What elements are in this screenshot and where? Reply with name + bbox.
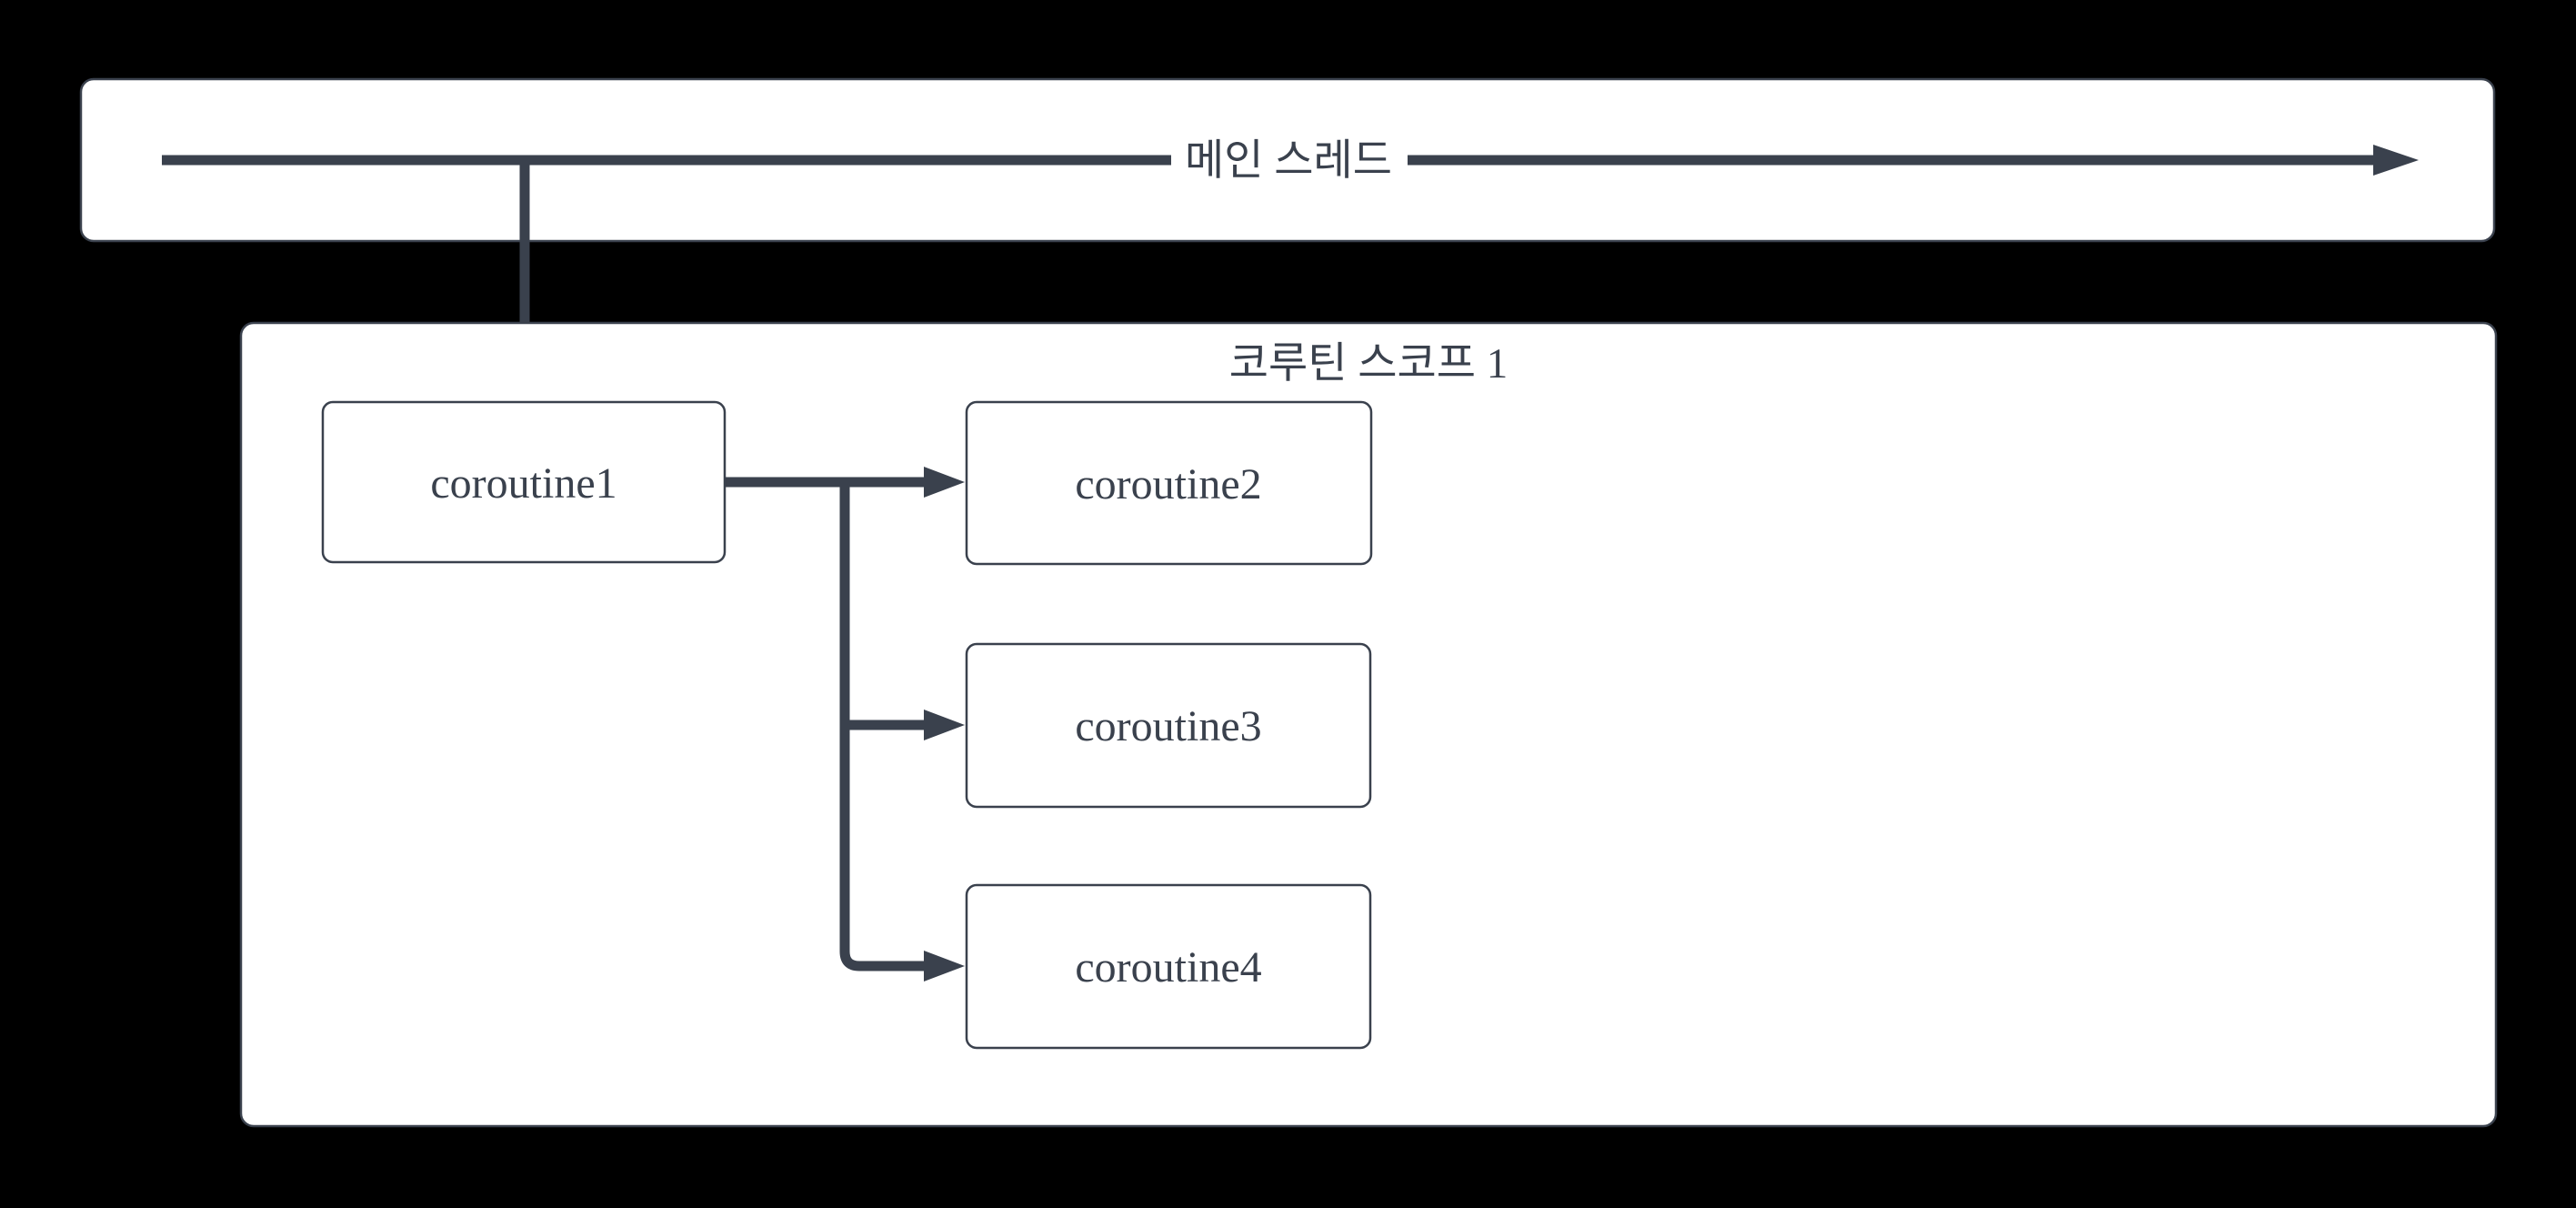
coroutine1-box <box>321 400 727 564</box>
node-coroutine2: coroutine2 <box>965 400 1373 566</box>
coroutine2-label: coroutine2 <box>1075 460 1261 508</box>
arrowhead-right-icon <box>924 951 965 982</box>
coroutine3-box <box>965 642 1372 809</box>
coroutine4-label: coroutine4 <box>1075 943 1261 992</box>
edge-coroutine1-to-coroutine4 <box>839 484 965 982</box>
main-thread-container: 메인 스레드 <box>79 77 2496 243</box>
main-thread-label-bg <box>1171 122 1408 198</box>
node-coroutine4: coroutine4 <box>965 883 1372 1050</box>
coroutine3-label: coroutine3 <box>1075 702 1261 750</box>
edge-elbow-line <box>839 484 924 971</box>
arrowhead-right-icon <box>924 467 965 498</box>
edge-coroutine1-to-coroutine3 <box>845 710 965 740</box>
coroutine2-box <box>965 400 1373 566</box>
edge-coroutine1-to-coroutine2 <box>725 467 965 498</box>
node-coroutine1: coroutine1 <box>321 400 727 564</box>
arrowhead-right-icon <box>924 710 965 740</box>
main-thread-label: 메인 스레드 <box>1185 137 1392 185</box>
coroutine-scope-label: 코루틴 스코프 1 <box>1229 340 1508 388</box>
arrowhead-right-icon <box>2373 145 2419 176</box>
coroutine4-box <box>965 883 1372 1050</box>
node-coroutine3: coroutine3 <box>965 642 1372 809</box>
coroutine1-label: coroutine1 <box>430 459 616 508</box>
